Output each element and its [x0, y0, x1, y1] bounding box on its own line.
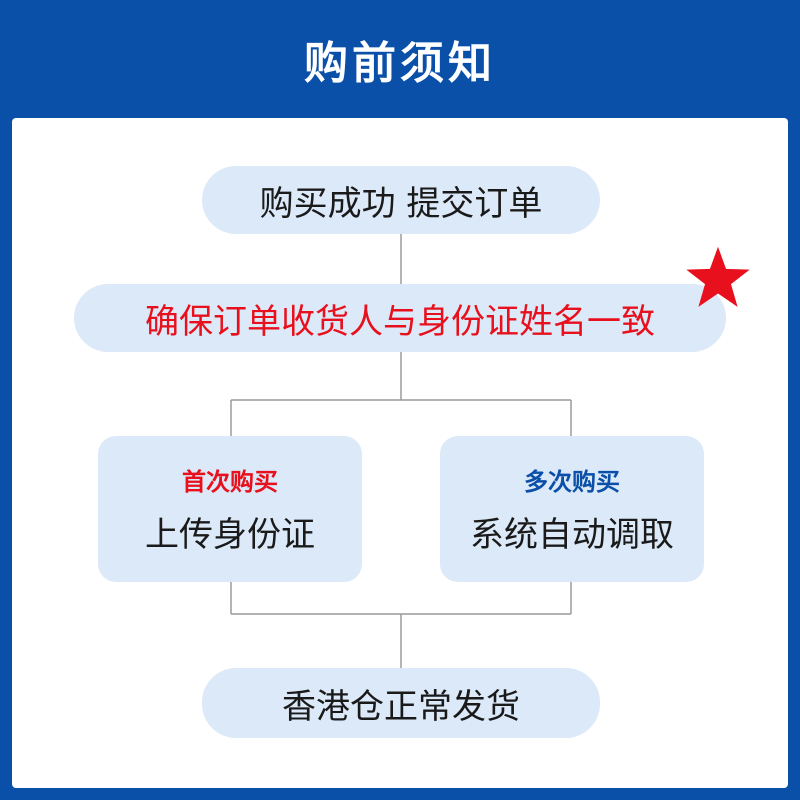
step-ship-from-hk-label: 香港仓正常发货 — [282, 686, 520, 727]
step-name-consistency-label: 确保订单收货人与身份证姓名一致 — [145, 301, 655, 342]
first-purchase-text: 上传身份证 — [145, 515, 315, 555]
branch-repeat-purchase: 多次购买 系统自动调取 — [440, 436, 704, 582]
header-banner: 购前须知 — [0, 0, 800, 118]
step-submit-order: 购买成功 提交订单 — [202, 166, 600, 234]
red-star-icon — [686, 246, 750, 307]
repeat-purchase-tag: 多次购买 — [524, 468, 620, 496]
step-ship-from-hk: 香港仓正常发货 — [202, 668, 600, 738]
page-title: 购前须知 — [304, 38, 496, 89]
step-submit-order-label: 购买成功 提交订单 — [259, 183, 543, 224]
first-purchase-tag: 首次购买 — [182, 468, 278, 496]
branch-first-purchase: 首次购买 上传身份证 — [98, 436, 362, 582]
step-name-consistency: 确保订单收货人与身份证姓名一致 — [74, 284, 726, 352]
repeat-purchase-text: 系统自动调取 — [470, 515, 674, 555]
